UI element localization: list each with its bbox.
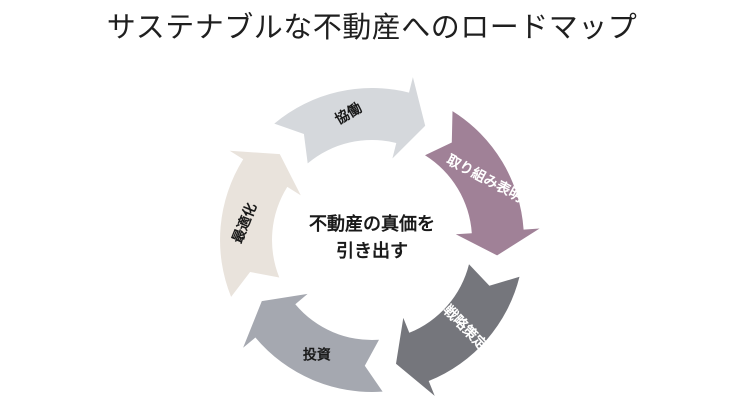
step-label-3: 投資 xyxy=(303,347,331,364)
center-line-1: 不動産の真価を xyxy=(309,214,435,235)
center-message: 不動産の真価を 引き出す xyxy=(309,211,435,265)
page-title: サステナブルな不動産へのロードマップ xyxy=(106,10,638,44)
arrow-segment-1 xyxy=(425,111,540,256)
center-line-2: 引き出す xyxy=(336,241,408,262)
arrow-segment-4 xyxy=(220,150,301,297)
arrow-segment-3 xyxy=(243,293,383,392)
arrow-segment-2 xyxy=(396,264,520,396)
arrow-segment-5 xyxy=(274,77,426,164)
